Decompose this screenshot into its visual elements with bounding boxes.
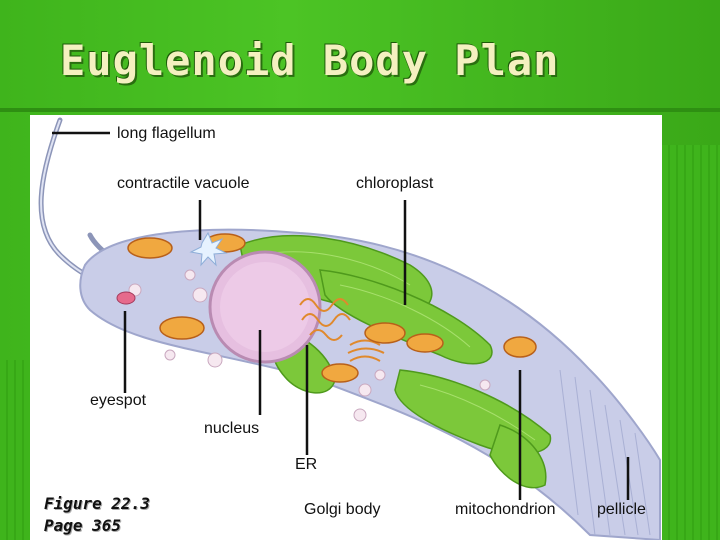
pellicle-stripes <box>559 369 651 536</box>
page-number: Page 365 <box>44 516 122 535</box>
label-long-flagellum: long flagellum <box>117 125 216 142</box>
euglena-illustration <box>38 117 661 540</box>
title-divider <box>0 108 720 112</box>
label-chloroplast: chloroplast <box>356 175 434 192</box>
background-stripes-left <box>0 360 30 540</box>
label-contractile-vacuole: contractile vacuole <box>117 175 250 192</box>
slide-title: Euglenoid Body Plan <box>60 36 560 85</box>
contractile-vacuole-shape <box>189 231 228 267</box>
label-er: ER <box>295 456 318 473</box>
figure-reference: Figure 22.3 Page 365 <box>44 493 150 537</box>
golgi-body-shape <box>347 339 385 362</box>
label-mitochondrion: mitochondrion <box>455 501 556 518</box>
label-pellicle: pellicle <box>597 501 646 518</box>
label-eyespot: eyespot <box>90 392 147 409</box>
figure-number: Figure 22.3 <box>44 494 150 513</box>
mitochondria <box>127 233 537 383</box>
background-stripes-right <box>662 145 720 540</box>
label-golgi-body: Golgi body <box>304 501 381 518</box>
label-nucleus: nucleus <box>204 420 260 437</box>
endoplasmic-reticulum <box>299 298 351 341</box>
leader-lines <box>52 131 630 500</box>
eyespot-shape <box>116 291 136 305</box>
